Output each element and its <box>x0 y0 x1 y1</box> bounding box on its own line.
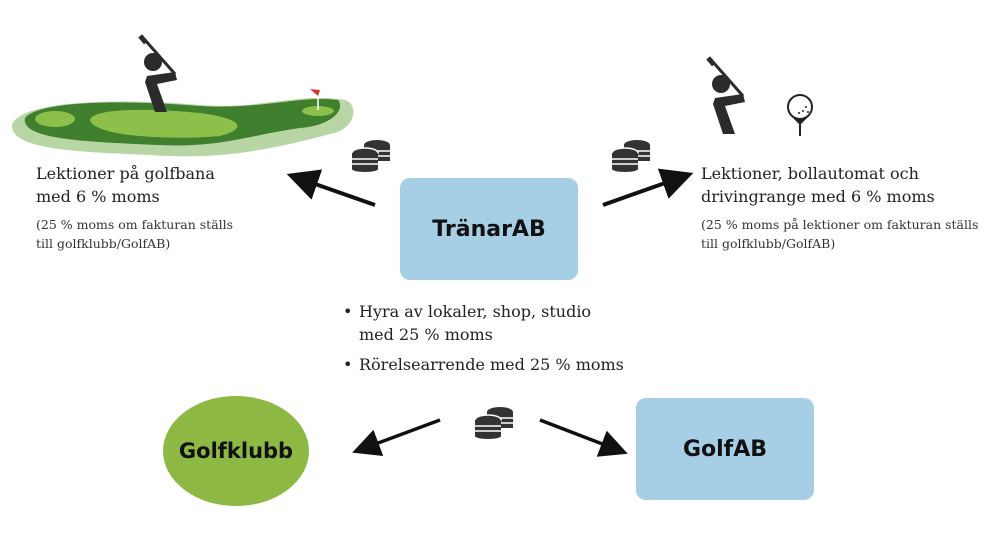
golfer-icon-left <box>136 32 179 114</box>
arrow-to-golf-course <box>286 169 376 207</box>
coins-icon-left <box>351 139 391 173</box>
arrow-to-golfab <box>539 418 628 457</box>
coins-icon-right <box>611 139 651 173</box>
right-block: Lektioner, bollautomat och drivingrange … <box>701 162 978 253</box>
golfab-label: GolfAB <box>682 436 768 462</box>
right-note-line2: till golfklubb/GolfAB) <box>701 236 836 251</box>
left-title-line1: Lektioner på golfbana <box>36 164 215 183</box>
tranarab-node: TränarAB <box>400 178 578 280</box>
arrow-to-golfklubb <box>352 418 441 457</box>
coins-icon-bottom <box>474 406 514 440</box>
golfklubb-node: Golfklubb <box>163 396 309 506</box>
right-note-line1: (25 % moms på lektioner om fakturan stäl… <box>701 217 979 232</box>
left-note-line2: till golfklubb/GolfAB) <box>36 236 171 251</box>
golf-course-icon <box>11 89 354 157</box>
golf-ball-on-tee-icon <box>787 94 813 136</box>
right-title-line1: Lektioner, bollautomat och <box>701 164 919 183</box>
tranarab-label: TränarAB <box>432 216 546 242</box>
service-item: Rörelsearrende med 25 % moms <box>343 353 624 376</box>
left-note-line1: (25 % moms om fakturan ställs <box>36 217 234 232</box>
right-title-line2: drivingrange med 6 % moms <box>701 187 935 206</box>
golfklubb-label: Golfklubb <box>178 439 294 463</box>
left-title-line2: med 6 % moms <box>36 187 160 206</box>
golfab-node: GolfAB <box>636 398 814 500</box>
golfer-icon-right <box>704 54 747 136</box>
arrow-to-driving-range <box>602 168 694 207</box>
left-block: Lektioner på golfbana med 6 % moms (25 %… <box>36 162 233 253</box>
